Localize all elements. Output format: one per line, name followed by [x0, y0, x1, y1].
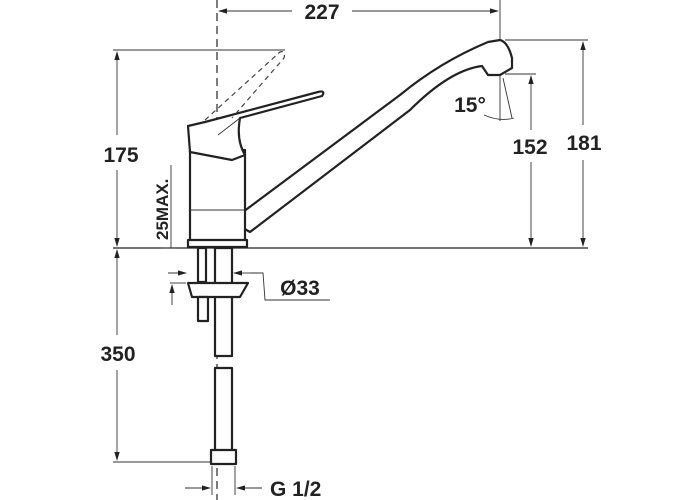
- dim-connection-label: G 1/2: [270, 478, 321, 500]
- hose-lower: [213, 366, 234, 454]
- lever-raised-position: [204, 51, 286, 121]
- dimension-25max: 25MAX.: [153, 165, 175, 249]
- dimension-15deg: 15°: [454, 75, 515, 121]
- dim-25max-label: 25MAX.: [153, 179, 172, 240]
- angle-line: [502, 77, 513, 119]
- spout: [241, 38, 514, 234]
- dim-350-label: 350: [100, 343, 135, 366]
- body: [186, 148, 247, 247]
- mounting-stud: [196, 295, 210, 323]
- dim-181-label: 181: [566, 132, 601, 155]
- dimension-connection: G 1/2: [185, 466, 321, 500]
- dimension-diameter: Ø33: [168, 270, 330, 305]
- dimension-227: 227: [218, 0, 501, 45]
- dim-15deg-label: 15°: [454, 94, 486, 117]
- dim-175-label: 175: [103, 144, 138, 167]
- lever: [186, 90, 325, 162]
- mounting-bracket: [186, 281, 250, 299]
- faucet-body: [186, 38, 514, 249]
- threaded-rod: [196, 246, 208, 284]
- dim-152-label: 152: [512, 136, 547, 159]
- base-plate: [186, 238, 249, 249]
- dim-diameter-label: Ø33: [280, 277, 320, 300]
- dimension-152: 152: [505, 73, 548, 247]
- dimension-175: 175: [103, 49, 285, 247]
- angle-arc: [483, 114, 515, 120]
- dim-227-label: 227: [304, 1, 339, 24]
- dimension-350: 350: [100, 249, 212, 463]
- hose-upper: [213, 246, 234, 358]
- mounting-assembly: [186, 246, 250, 466]
- dimension-181: 181: [505, 39, 602, 247]
- connection-nut: [209, 448, 238, 466]
- leader-line: [250, 272, 330, 301]
- lever-detail-line: [217, 117, 241, 136]
